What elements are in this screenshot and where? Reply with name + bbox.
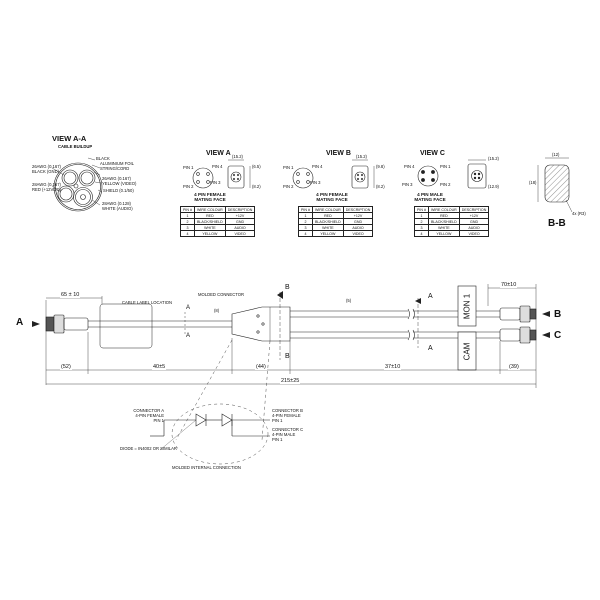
view-a-pin1: PIN 1: [183, 165, 194, 170]
arrow-c-label: C: [554, 330, 562, 341]
dim-37: 37±10: [384, 364, 402, 370]
section-b-top: B: [285, 284, 290, 291]
view-b-dim2: (9.8): [376, 164, 385, 169]
view-c-title: VIEW C: [420, 150, 445, 157]
diode-label: DIODE = IN4002 OR SIMILAR: [120, 446, 177, 451]
view-a-title: VIEW A: [206, 150, 231, 157]
aa-label-black: BLACK: [96, 156, 110, 161]
aa-label-red: RED (+12VDC): [32, 187, 61, 192]
view-c-pin2: PIN 2: [440, 182, 451, 187]
view-aa-title: VIEW A-A: [52, 134, 87, 143]
view-aa-subtitle: CABLE BUILDUP: [58, 144, 93, 149]
view-c-pin3: PIN 3: [402, 182, 413, 187]
view-b-pin4: PIN 4: [312, 164, 323, 169]
section-a-small-bottom: A: [186, 333, 191, 339]
dim-5: (5): [346, 298, 352, 303]
view-a-pin4: PIN 4: [212, 164, 223, 169]
molded-internal-label: MOLDED INTERNAL CONNECTION: [172, 465, 241, 470]
bb-dim-top: (12): [552, 152, 560, 157]
dim-8: (8): [214, 308, 220, 313]
aa-label-shield: SHIELD (0.1/50): [103, 188, 134, 193]
view-b-pin3: PIN 3: [310, 180, 321, 185]
view-c-pin1: PIN 1: [440, 164, 451, 169]
dim-65: 65 ± 10: [60, 292, 81, 298]
dim-40: 40±5: [152, 364, 167, 370]
dim-44: (44): [255, 364, 267, 370]
section-a-bottom: A: [428, 345, 433, 352]
view-b-title: VIEW B: [326, 150, 351, 157]
aa-label-string: STRING/CORD: [100, 166, 130, 171]
arrow-b-label: B: [554, 309, 562, 320]
view-a-dim3: (8.2): [252, 184, 261, 189]
view-a-pin3: PIN 3: [210, 180, 221, 185]
aa-label-26awg-yellow: 26AWG (0.167): [102, 176, 131, 181]
section-a-small-top: A: [186, 305, 191, 311]
dim-52: (52): [60, 364, 72, 370]
aa-label-yellow: YELLOW (VIDEO): [102, 181, 137, 186]
view-c-face: [417, 159, 487, 189]
dim-70: 70±10: [500, 282, 518, 288]
section-bb-title: B-B: [548, 218, 566, 229]
cable-cross-section: [53, 162, 103, 212]
view-a-dim1: (15.2): [232, 154, 243, 159]
view-c-dim2: (12.9): [488, 184, 499, 189]
bb-radius: 4x (R3): [572, 211, 586, 216]
dimension-lines: [45, 284, 537, 388]
mon1-label: MON 1: [462, 293, 472, 320]
bb-dim-side: (18): [529, 180, 537, 185]
section-b-bottom: B: [285, 353, 290, 360]
view-a-face: [192, 159, 251, 189]
aa-label-black-gnd: BLACK (GND): [32, 169, 59, 174]
aa-label-28awg-red: 28AWG (0.167): [32, 182, 61, 187]
section-a-top: A: [428, 293, 433, 300]
dim-39: (39): [508, 364, 520, 370]
view-a-dim2: (6.5): [252, 164, 261, 169]
cable-label-location: CABLE LABEL LOCATION: [122, 300, 173, 305]
main-assembly: [45, 285, 537, 371]
view-a-pin2: PIN 2: [183, 184, 194, 189]
aa-label-white: WHITE (AUDIO): [102, 206, 133, 211]
molded-connector-label: MOLDED CONNECTOR: [198, 292, 244, 297]
view-b-dim3: (8.2): [376, 184, 385, 189]
view-b-pin1: PIN 1: [283, 165, 294, 170]
view-b-face: [292, 159, 375, 189]
view-c-pin4: PIN 4: [404, 164, 415, 169]
diode-schematic: [150, 413, 270, 451]
section-bb: [537, 157, 573, 213]
view-b-dim1: (15.2): [356, 154, 367, 159]
dim-215: 215±25: [280, 378, 301, 384]
aa-label-26awg-black: 26AWG (0.167): [32, 164, 61, 169]
arrow-a-label: A: [16, 317, 24, 328]
aa-label-28awg-white: 28AWG (0.128): [102, 201, 131, 206]
aa-label-foil: ALUMINIUM FOIL: [100, 161, 134, 166]
cam-label: CAM: [462, 342, 472, 361]
view-b-pin2: PIN 2: [283, 184, 294, 189]
view-c-dim1: (15.2): [488, 156, 499, 161]
